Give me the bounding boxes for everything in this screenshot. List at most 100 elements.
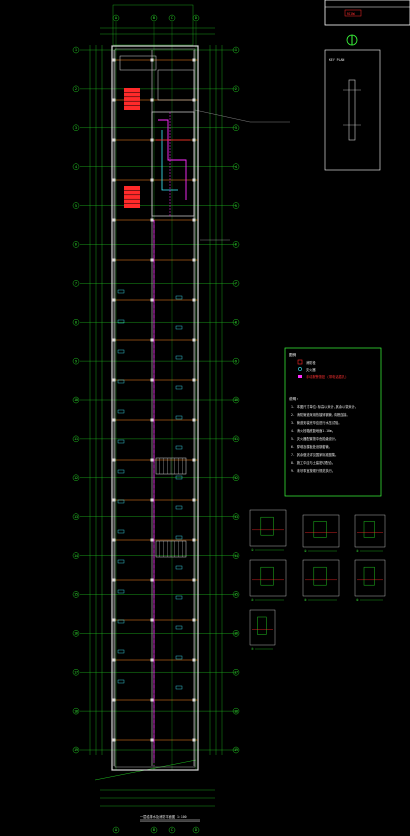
axis-label-left: 15	[74, 593, 78, 597]
axis-label-left: 4	[75, 165, 77, 169]
axis-bubble-right	[232, 318, 240, 326]
axis-bubble-left	[72, 474, 80, 482]
title-stamp-text: RIOW	[347, 12, 355, 16]
axis-label-right: 14	[234, 554, 238, 558]
axis-bubble-left	[72, 746, 80, 754]
fixture-marker	[117, 379, 125, 384]
axis-label-right: 5	[235, 204, 237, 208]
detail-frame	[354, 514, 386, 548]
axis-bubble-right	[232, 591, 240, 598]
axis-label-top: D	[195, 16, 197, 20]
axis-label-left: 7	[75, 282, 77, 286]
fixture-marker	[175, 625, 183, 630]
axis-bubble-top	[150, 14, 158, 22]
notes-title: 说明:	[289, 396, 298, 401]
axis-label-left: 18	[74, 709, 78, 713]
axis-bubble-right	[232, 357, 240, 365]
fixture-marker	[175, 505, 183, 510]
building-plan	[111, 45, 199, 771]
fixture-marker	[175, 475, 183, 480]
axis-label-right: 12	[234, 476, 238, 480]
axis-label-left: 14	[74, 554, 78, 558]
axis-label-right: 19	[234, 748, 238, 752]
axis-bubble-right	[232, 668, 240, 676]
axis-label-right: 7	[235, 282, 237, 286]
axis-label-left: 9	[75, 359, 77, 363]
fixture-marker	[175, 655, 183, 660]
axis-bubble-bottom	[112, 826, 120, 834]
axis-bubble-right	[232, 630, 240, 637]
detail-section	[363, 566, 375, 586]
axis-label-left: 17	[74, 670, 78, 674]
note-line: 8. 施工中应与土建密切配合。	[291, 460, 335, 465]
detail-frame	[302, 559, 340, 597]
top-dimension-box	[112, 4, 194, 46]
fixture-marker	[117, 649, 125, 654]
fixture-marker	[117, 679, 125, 684]
axis-bubble-left	[72, 280, 80, 287]
axis-label-right: 2	[235, 87, 237, 91]
fixture-marker	[175, 565, 183, 570]
legend-item-3: 手动报警按钮 (带电话插孔)	[306, 374, 347, 379]
detail-label: ①	[251, 548, 254, 552]
axis-label-bottom: C	[171, 828, 173, 832]
axis-label-left: 10	[74, 398, 78, 402]
detail-section	[313, 566, 327, 586]
detail-frame	[249, 559, 287, 597]
axis-bubble-left	[72, 396, 80, 404]
axis-label-top: C	[171, 16, 173, 20]
note-line: 3. 管道安装完毕应进行水压试验。	[291, 420, 341, 425]
axis-bubble-left	[72, 163, 80, 170]
axis-label-left: 12	[74, 476, 78, 480]
axis-bubble-right	[232, 46, 240, 54]
detail-label: ⑦	[251, 647, 254, 651]
key-plan-title: KEY PLAN	[329, 58, 344, 62]
fixture-marker	[117, 349, 125, 354]
axis-label-right: 17	[234, 670, 238, 674]
detail-section	[260, 516, 274, 536]
fixture-marker	[117, 619, 125, 624]
fixture-marker	[117, 319, 125, 324]
axis-label-left: 1	[75, 48, 77, 52]
axis-bubble-left	[72, 241, 80, 248]
axis-bubble-right	[232, 513, 240, 520]
axis-label-right: 8	[235, 320, 237, 324]
leader-line	[194, 109, 290, 123]
axis-label-left: 19	[74, 748, 78, 752]
fixture-marker	[117, 469, 125, 474]
axis-label-right: 11	[234, 437, 238, 441]
axis-label-right: 9	[235, 359, 237, 363]
axis-label-bottom: B	[153, 828, 155, 832]
fixture-marker	[175, 325, 183, 330]
axis-bubble-left	[72, 46, 80, 54]
top-room	[119, 55, 157, 71]
axis-label-right: 6	[235, 243, 237, 247]
fixture-marker	[117, 289, 125, 294]
fixture-marker	[175, 535, 183, 540]
axis-bubble-bottom	[150, 826, 158, 834]
detail-section	[257, 616, 267, 635]
axis-bubble-top	[168, 14, 176, 22]
legend-notes-box: 图例 消防栓 灭火器 手动报警按钮 (带电话插孔) 说明: 1. 本图尺寸单位:…	[284, 347, 382, 497]
axis-bubble-left	[72, 513, 80, 520]
axis-bubble-left	[72, 668, 80, 676]
axis-bubble-right	[232, 163, 240, 170]
pipe-run	[158, 119, 187, 200]
drawing-title: 一层给排水及消防平面图 1:100	[140, 814, 187, 819]
note-line: 4. 消火栓箱底距地面1.10m。	[291, 428, 335, 433]
axis-bubble-right	[232, 202, 240, 209]
note-line: 6. 穿墙及楼板处设钢套管。	[291, 444, 332, 449]
axis-label-left: 5	[75, 204, 77, 208]
axis-label-top: A	[115, 16, 117, 20]
legend-item-1: 消防栓	[306, 360, 316, 365]
axis-bubble-right	[232, 241, 240, 248]
fixture-marker	[175, 295, 183, 300]
detail-frame	[354, 559, 386, 597]
axis-bubble-right	[232, 124, 240, 132]
fixture-marker	[175, 595, 183, 600]
fixture-marker	[117, 409, 125, 414]
key-plan: KEY PLAN	[324, 34, 381, 171]
detail-label: ⑤	[304, 598, 307, 602]
